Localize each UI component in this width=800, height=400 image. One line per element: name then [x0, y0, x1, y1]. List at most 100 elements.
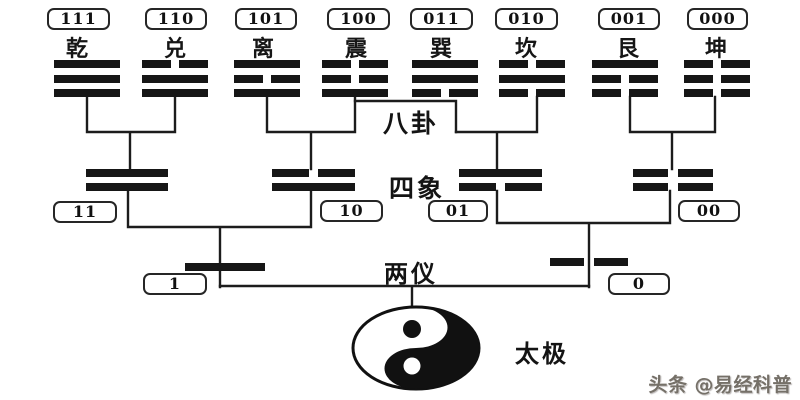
line-segment [142, 74, 208, 83]
taiji-yin-dot [403, 320, 421, 338]
binary-chip-liangyi: 1 [143, 273, 207, 295]
line-segment [592, 89, 622, 97]
yin-line [272, 169, 355, 177]
line-segment [358, 74, 388, 83]
trigram-name: 巽 [429, 36, 452, 62]
bracket-qian-dui [85, 95, 177, 171]
line-segment [720, 74, 750, 83]
line-segment [677, 169, 713, 177]
yin-line [633, 169, 713, 177]
liangyi-symbol [550, 258, 628, 266]
yin-line [142, 60, 208, 68]
line-segment [677, 183, 713, 191]
line-segment [720, 89, 750, 97]
line-segment [535, 60, 565, 68]
bracket-sixiang-left [126, 189, 313, 289]
binary-chip-trigram: 011 [410, 8, 473, 30]
line-segment [142, 89, 208, 97]
bracket-li-zhen [265, 95, 357, 171]
taiji-yang-dot [403, 357, 421, 375]
yin-line [499, 89, 565, 97]
yang-line [234, 60, 300, 68]
yang-line [185, 263, 265, 271]
trigram-symbol [592, 60, 658, 97]
binary-chip-sixiang: 11 [53, 201, 117, 223]
yang-line [86, 183, 168, 191]
line-segment [54, 60, 120, 68]
line-segment [322, 89, 388, 97]
binary-chip-sixiang: 01 [428, 200, 488, 222]
binary-chip-trigram: 110 [145, 8, 207, 30]
line-segment [505, 183, 542, 191]
line-segment [633, 183, 669, 191]
trigram-name: 坤 [704, 36, 727, 62]
yang-line [54, 89, 120, 97]
line-segment [684, 74, 714, 83]
line-segment [499, 74, 565, 83]
line-segment [234, 60, 300, 68]
yin-line [684, 60, 750, 68]
yang-line [142, 74, 208, 83]
yang-line [592, 60, 658, 68]
trigram-name: 坎 [514, 36, 537, 62]
line-segment [412, 89, 442, 97]
line-segment [684, 60, 714, 68]
taiji-symbol [351, 305, 481, 391]
line-segment [318, 169, 355, 177]
binary-chip-trigram: 010 [495, 8, 558, 30]
line-segment [628, 89, 658, 97]
yang-line [142, 89, 208, 97]
binary-chip-trigram: 101 [235, 8, 297, 30]
line-segment [499, 60, 529, 68]
line-segment [592, 60, 658, 68]
binary-chip-trigram: 111 [47, 8, 110, 30]
line-segment [535, 89, 565, 97]
line-segment [593, 258, 628, 266]
bracket-sixiang-right [495, 189, 672, 289]
sixiang-symbol [272, 169, 355, 191]
line-segment [322, 74, 352, 83]
yang-line [234, 89, 300, 97]
sixiang-symbol [633, 169, 713, 191]
yin-line [234, 74, 300, 83]
binary-chip-trigram: 100 [327, 8, 390, 30]
sixiang-symbol [459, 169, 542, 191]
trigram-symbol [499, 60, 565, 97]
binary-chip-trigram: 001 [598, 8, 660, 30]
line-segment [459, 183, 496, 191]
yin-line [459, 183, 542, 191]
line-segment [178, 60, 208, 68]
yin-line [592, 89, 658, 97]
yin-line [322, 60, 388, 68]
yang-line [272, 183, 355, 191]
binary-chip-trigram: 000 [687, 8, 748, 30]
line-segment [86, 169, 168, 177]
yin-line [412, 89, 478, 97]
yin-line [499, 60, 565, 68]
line-segment [633, 169, 669, 177]
bracket-gen-kun [628, 95, 717, 171]
line-segment [720, 60, 750, 68]
trigram-symbol [142, 60, 208, 97]
trigram-symbol [322, 60, 388, 97]
line-segment [412, 74, 478, 83]
line-segment [272, 169, 309, 177]
yin-line [684, 89, 750, 97]
line-segment [54, 89, 120, 97]
trigram-name: 兑 [163, 36, 186, 62]
binary-chip-liangyi: 0 [608, 273, 670, 295]
label-sixiang: 四象 [389, 174, 446, 203]
line-segment [499, 89, 529, 97]
yang-line [412, 60, 478, 68]
trigram-name: 艮 [616, 36, 639, 62]
line-segment [185, 263, 265, 271]
trigram-name: 震 [344, 36, 367, 62]
trigram-name: 离 [251, 36, 274, 62]
line-segment [234, 89, 300, 97]
label-liangyi: 两仪 [384, 259, 438, 288]
line-segment [459, 169, 542, 177]
line-segment [234, 74, 264, 83]
line-segment [412, 60, 478, 68]
line-segment [86, 183, 168, 191]
